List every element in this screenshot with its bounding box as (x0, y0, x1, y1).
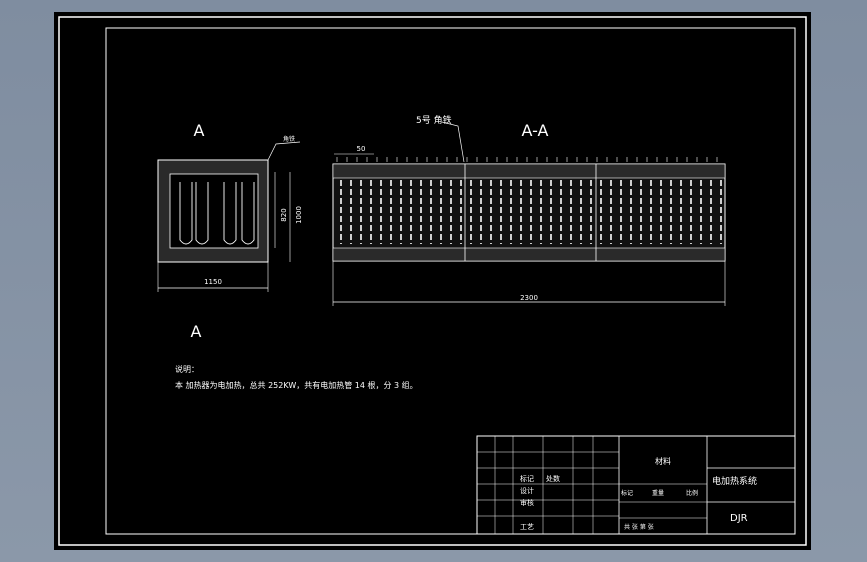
right-heater-tubes (336, 157, 722, 244)
right-housing (332, 163, 726, 262)
tb-scale-label: 标记 (621, 489, 633, 497)
outer-frame (58, 16, 807, 546)
dim-right-length: 2300 (520, 294, 538, 302)
view-left-label: A (194, 121, 205, 140)
dim-left-width: 1150 (204, 278, 222, 286)
heater-tube (241, 182, 255, 245)
heater-tube (223, 182, 237, 245)
tb-val-0: 处数 (546, 474, 560, 483)
drawing-no: DJR (730, 513, 748, 524)
tb-label-2: 审核 (520, 498, 534, 507)
tb-weight-label: 重量 (652, 489, 664, 497)
tb-ratio-label: 比例 (686, 489, 698, 497)
title-block: 标记 设计 审核 工艺 处数 标记 重量 比例 共 张 第 张 材料 电加热系统… (476, 435, 796, 535)
inner-frame (105, 27, 796, 535)
left-heater-tubes (179, 182, 255, 245)
drawing-title: 电加热系统 (712, 475, 757, 487)
heater-tube (179, 182, 193, 245)
left-view: 1150 820 1000 角铁 (157, 135, 303, 292)
dim-left-height: 1000 (295, 206, 303, 224)
tb-label-0: 标记 (520, 474, 534, 483)
drawing-viewport[interactable]: A A-A A 1150 820 1000 角铁 2300 50 5号 角铁 说… (54, 12, 811, 550)
tb-label-1: 设计 (520, 486, 534, 495)
heater-tube (195, 182, 209, 245)
notes-title: 说明： (175, 364, 199, 374)
tb-material: 材料 (655, 456, 671, 466)
callout-left: 角铁 (283, 135, 295, 143)
notes-text: 本 加热器为电加热，总共 252KW，共有电加热管 14 根，分 3 组。 (175, 380, 418, 390)
callout-rebar: 5号 角铁 (416, 114, 452, 126)
left-chamber (169, 173, 259, 249)
section-label: A (191, 322, 202, 341)
tb-label-3: 工艺 (520, 523, 534, 531)
cad-drawing: A A-A A 1150 820 1000 角铁 2300 50 5号 角铁 说… (58, 16, 807, 546)
right-view: 2300 50 5号 角铁 (332, 114, 726, 306)
view-right-label: A-A (522, 121, 549, 140)
dim-right-top: 50 (357, 145, 366, 153)
tb-sheet-label: 共 张 第 张 (624, 523, 654, 531)
dim-left-inner: 820 (280, 208, 288, 221)
